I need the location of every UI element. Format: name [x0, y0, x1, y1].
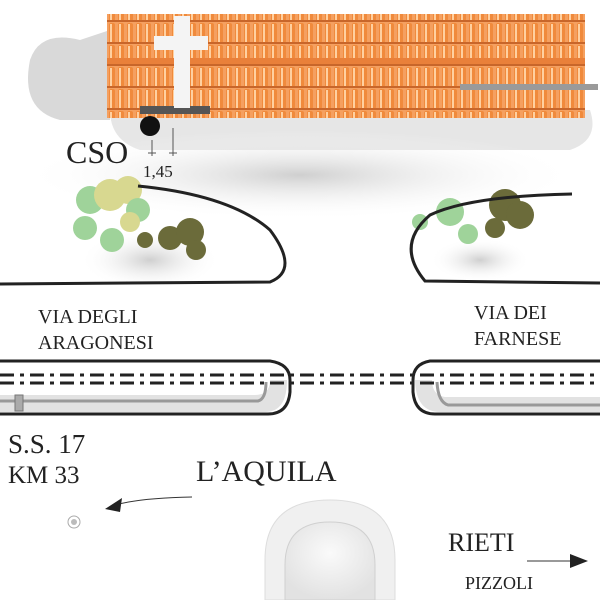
street-label-left-2: ARAGONESI — [38, 332, 154, 354]
street-label-right-1: VIA DEI — [474, 302, 547, 324]
dimension-label: 1,45 — [143, 162, 173, 181]
arrow-right-icon — [527, 554, 588, 568]
roundabout — [264, 499, 396, 600]
direction-pizzoli: PIZZOLI — [465, 573, 533, 593]
small-target-icon — [67, 515, 81, 529]
cross-icon — [154, 16, 208, 108]
direction-laquila: L’AQUILA — [196, 455, 337, 488]
road-edges — [0, 184, 600, 416]
direction-rieti: RIETI — [448, 528, 515, 557]
road-centerline — [0, 373, 600, 385]
point-marker-icon — [140, 116, 160, 136]
building-label: CSO — [66, 134, 129, 170]
street-label-left-1: VIA DEGLI — [38, 306, 138, 328]
road-name: S.S. 17 — [8, 429, 86, 459]
dimension-ticks — [148, 128, 177, 156]
sidewalks — [0, 380, 600, 412]
trees-right — [412, 189, 534, 282]
street-label-right-2: FARNESE — [474, 328, 562, 350]
arrow-left-icon — [105, 496, 193, 512]
trees-left — [73, 176, 220, 290]
building-shadow — [20, 30, 593, 220]
road-km: KM 33 — [8, 462, 80, 489]
